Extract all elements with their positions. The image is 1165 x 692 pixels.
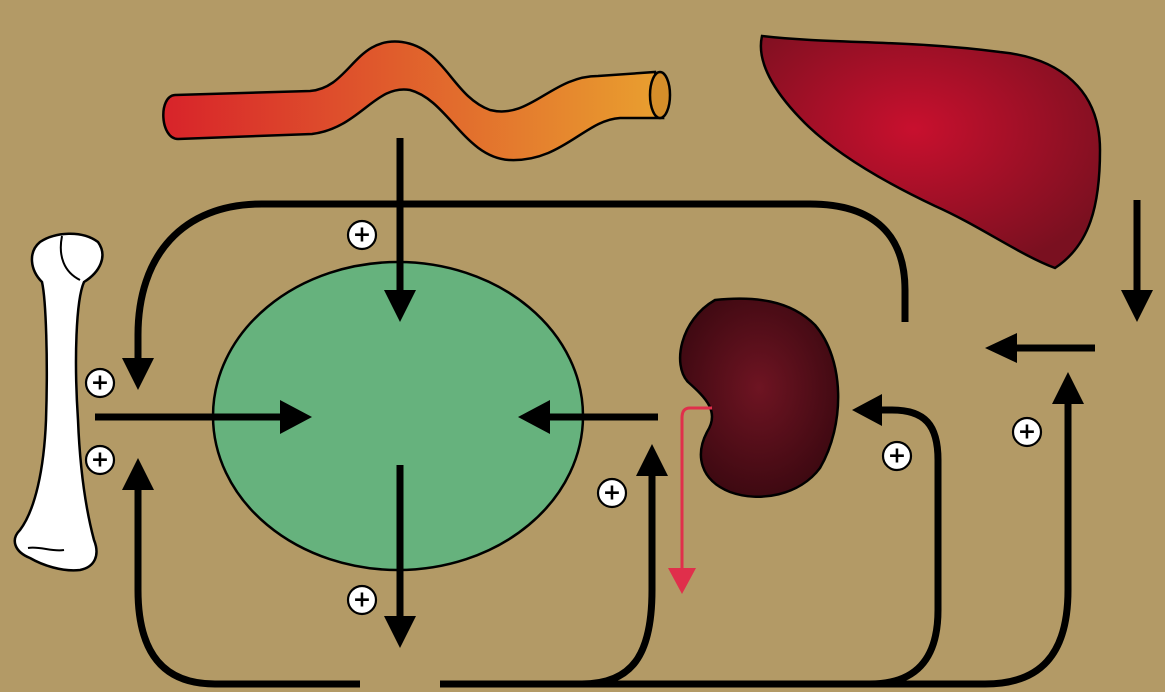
svg-text:+: + — [888, 444, 906, 469]
intestine-opening — [650, 72, 670, 118]
svg-text:+: + — [1018, 420, 1036, 445]
svg-text:+: + — [91, 371, 109, 396]
svg-text:+: + — [91, 448, 109, 473]
stimulation-symbol: + — [348, 586, 376, 614]
kidney-illustration — [680, 299, 838, 497]
stimulation-symbol: + — [348, 221, 376, 249]
stimulation-symbol: + — [86, 369, 114, 397]
stimulation-symbol: + — [598, 479, 626, 507]
stimulation-symbol: + — [1013, 418, 1041, 446]
svg-text:+: + — [353, 223, 371, 248]
stimulation-symbol: + — [86, 446, 114, 474]
svg-text:+: + — [603, 481, 621, 506]
svg-text:+: + — [353, 588, 371, 613]
stimulation-symbol: + — [883, 442, 911, 470]
